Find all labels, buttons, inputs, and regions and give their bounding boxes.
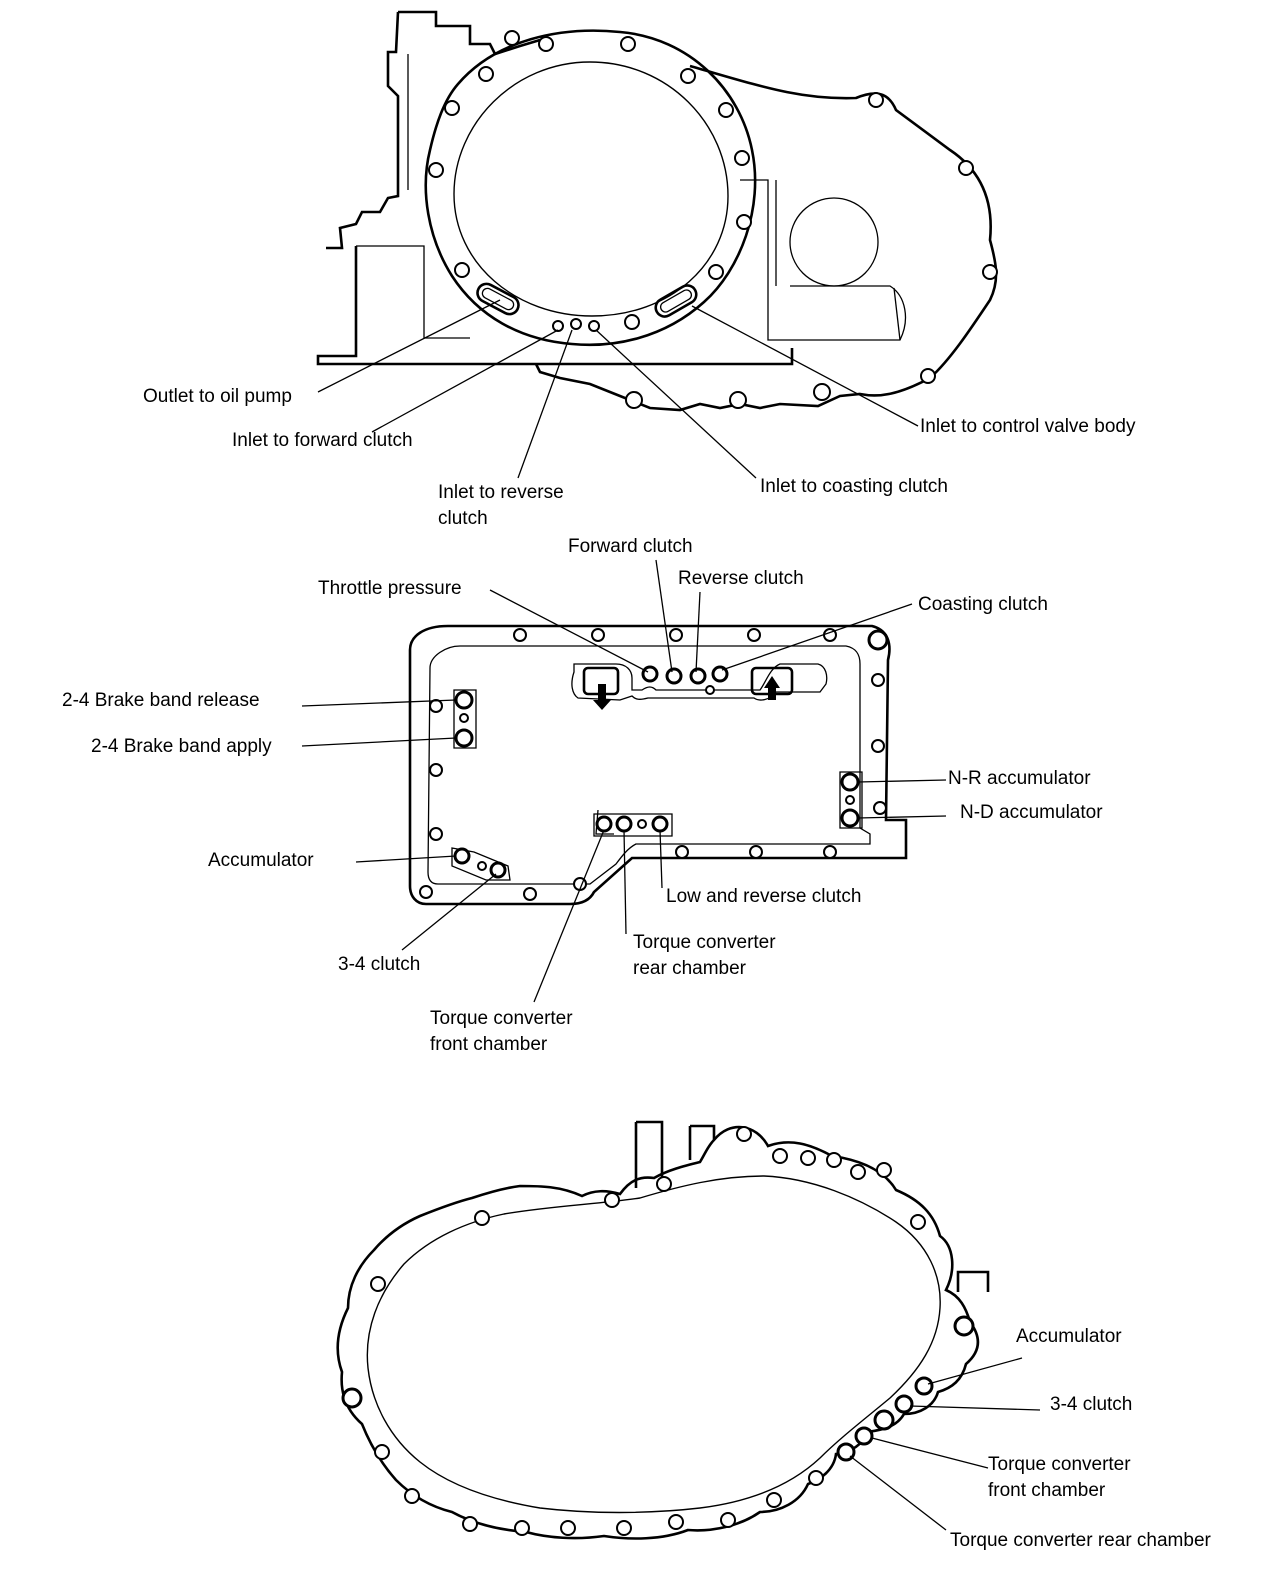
label-bottom-tc-front-line1: Torque converter [988,1454,1131,1475]
label-tc-rear-chamber-line2: rear chamber [633,958,746,979]
label-brake-band-release: 2-4 Brake band release [62,690,260,711]
label-inlet-forward-clutch: Inlet to forward clutch [232,430,413,451]
bottom-gasket-view [336,1120,1041,1540]
label-tc-front-chamber-line1: Torque converter [430,1008,573,1029]
label-nd-accumulator: N-D accumulator [960,802,1103,823]
label-coasting-clutch: Coasting clutch [918,594,1048,615]
label-low-reverse-clutch: Low and reverse clutch [666,886,862,907]
label-inlet-coasting-clutch: Inlet to coasting clutch [760,476,948,497]
label-bottom-tc-front-line2: front chamber [988,1480,1106,1501]
label-accumulator: Accumulator [208,850,314,871]
label-reverse-clutch: Reverse clutch [678,568,804,589]
label-nr-accumulator: N-R accumulator [948,768,1091,789]
label-tc-front-chamber-line2: front chamber [430,1034,548,1055]
label-bottom-accumulator: Accumulator [1016,1326,1122,1347]
label-tc-rear-chamber-line1: Torque converter [633,932,776,953]
label-bottom-tc-rear-chamber: Torque converter rear chamber [950,1530,1211,1551]
label-clutch-3-4: 3-4 clutch [338,954,421,975]
label-brake-band-apply: 2-4 Brake band apply [91,736,272,757]
label-inlet-control-valve-body: Inlet to control valve body [920,416,1136,437]
label-inlet-reverse-clutch-line2: clutch [438,508,488,529]
label-throttle-pressure: Throttle pressure [318,578,462,599]
middle-gasket-view [301,559,947,1003]
label-outlet-oil-pump: Outlet to oil pump [143,386,292,407]
top-housing-view [316,10,998,479]
label-forward-clutch: Forward clutch [568,536,693,557]
label-inlet-reverse-clutch-line1: Inlet to reverse [438,482,564,503]
label-bottom-clutch-3-4: 3-4 clutch [1050,1394,1133,1415]
